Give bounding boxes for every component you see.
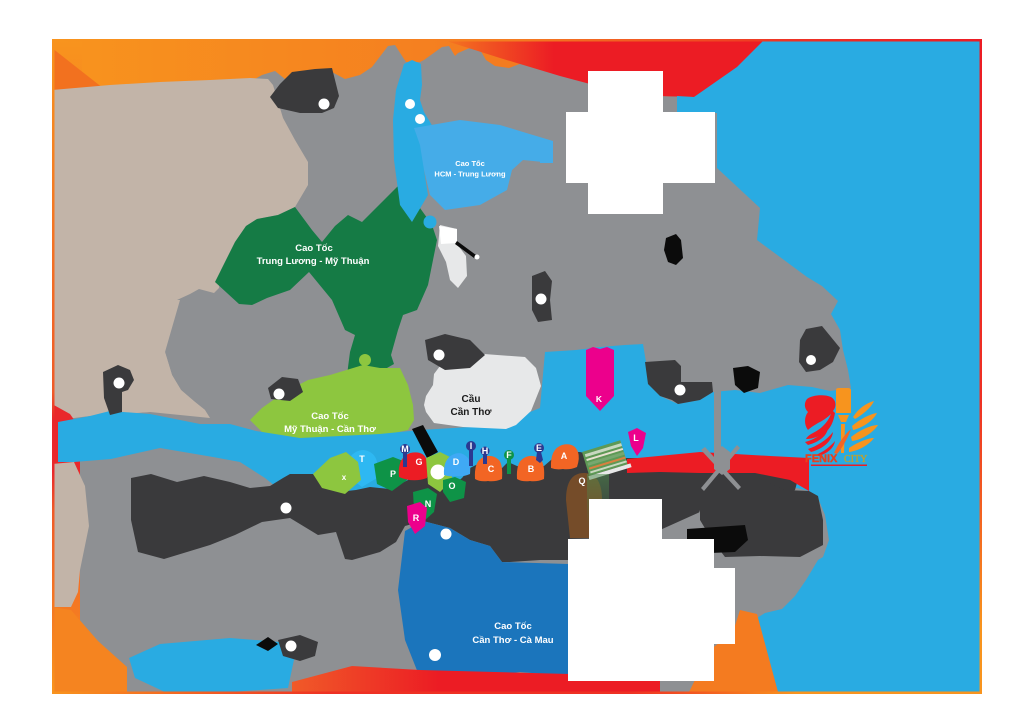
svg-text:O: O: [448, 481, 455, 491]
svg-text:P: P: [390, 469, 396, 479]
svg-text:F: F: [506, 450, 512, 460]
svg-text:Trung Lương - Mỹ Thuận: Trung Lương - Mỹ Thuận: [257, 256, 370, 267]
svg-text:D: D: [453, 457, 460, 467]
svg-text:T: T: [359, 454, 365, 464]
svg-text:Cầu: Cầu: [462, 393, 481, 405]
svg-text:Cần Thơ: Cần Thơ: [451, 406, 493, 418]
svg-text:G: G: [415, 457, 422, 467]
svg-text:C: C: [488, 464, 495, 474]
svg-text:H: H: [482, 446, 489, 456]
svg-text:B: B: [528, 464, 535, 474]
svg-text:Cao Tốc: Cao Tốc: [295, 243, 332, 254]
svg-text:Cần Thơ - Cà Mau: Cần Thơ - Cà Mau: [472, 635, 553, 646]
svg-text:Q: Q: [578, 476, 585, 486]
svg-text:I: I: [470, 441, 473, 451]
svg-text:A: A: [561, 451, 568, 461]
svg-text:N: N: [425, 499, 432, 509]
svg-text:HCM - Trung Lương: HCM - Trung Lương: [434, 170, 506, 179]
svg-text:Cao Tốc: Cao Tốc: [311, 411, 348, 422]
svg-text:Cao Tốc: Cao Tốc: [455, 159, 485, 168]
svg-text:K: K: [596, 394, 603, 404]
svg-text:M: M: [401, 444, 409, 454]
svg-text:Mỹ Thuận - Cần Thơ: Mỹ Thuận - Cần Thơ: [284, 424, 376, 435]
svg-text:x: x: [342, 473, 347, 482]
svg-text:E: E: [536, 443, 542, 453]
svg-text:FENIX: FENIX: [805, 453, 838, 465]
svg-text:Cao Tốc: Cao Tốc: [494, 621, 531, 632]
svg-text:L: L: [633, 433, 639, 443]
svg-text:CITY: CITY: [844, 454, 867, 465]
svg-text:R: R: [413, 513, 420, 523]
